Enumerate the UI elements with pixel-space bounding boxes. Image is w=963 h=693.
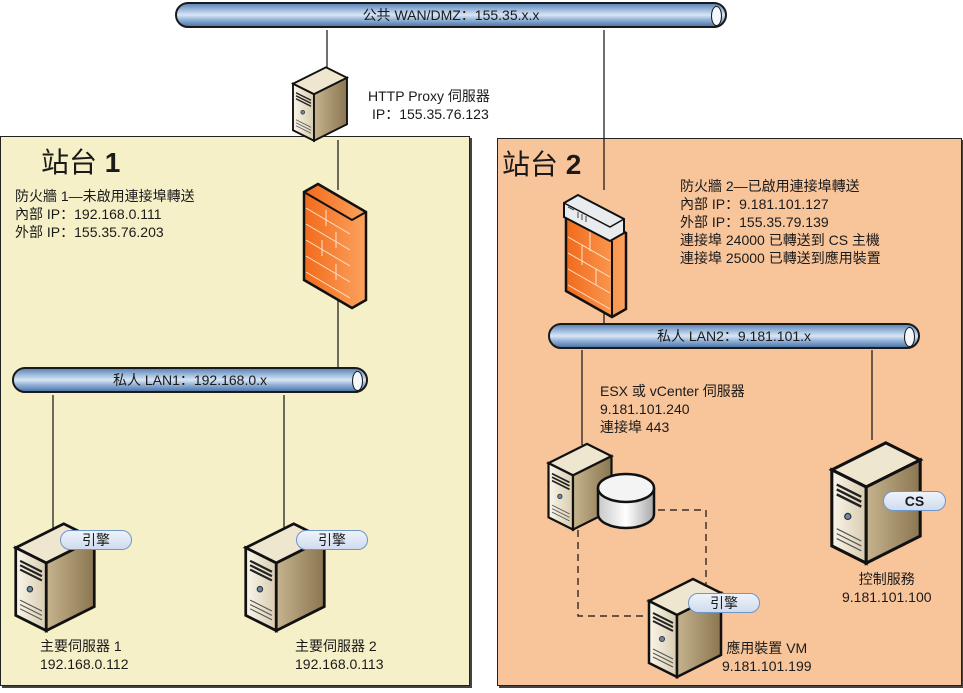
site-2-title-prefix: 站台 [502,149,559,180]
esx-port: 連接埠 443 [600,419,670,435]
firewall-2-info: 防火牆 2—已啟用連接埠轉送 內部 IP：9.181.101.127 外部 IP… [680,177,881,267]
primary-server-2-name: 主要伺服器 2 [295,638,377,654]
engine-badge-1: 引擎 [60,530,132,550]
primary-server-2-ip: 192.168.0.113 [295,656,384,672]
site-2-title-num: 2 [565,149,582,180]
control-service-ip: 9.181.101.100 [842,589,932,605]
primary-server-1-info: 主要伺服器 1 192.168.0.112 [40,637,129,673]
cs-badge: CS [883,491,946,511]
datastore-icon [596,472,656,530]
firewall-2-forward-appliance: 連接埠 25000 已轉送到應用裝置 [680,250,881,266]
appliance-name: 應用裝置 VM [726,640,808,656]
proxy-info: HTTP Proxy 伺服器 IP：155.35.76.123 [368,87,490,123]
primary-server-1-name: 主要伺服器 1 [40,638,122,654]
engine-badge-appliance: 引擎 [688,593,760,613]
engine-badge-2: 引擎 [296,530,368,550]
lan1-pipe: 私人 LAN1：192.168.0.x [12,367,368,393]
firewall-2-forward-cs: 連接埠 24000 已轉送到 CS 主機 [680,232,880,248]
appliance-vm-icon [645,570,725,682]
pipe-end-icon [352,371,363,391]
lan2-pipe: 私人 LAN2：9.181.101.x [548,323,920,349]
appliance-ip: 9.181.101.199 [722,658,812,674]
firewall-1-internal-ip: 內部 IP：192.168.0.111 [15,206,162,222]
site-1-title-prefix: 站台 [41,147,98,178]
proxy-ip: IP：155.35.76.123 [372,106,489,122]
esx-name: ESX 或 vCenter 伺服器 [600,383,745,399]
firewall-1-info: 防火牆 1—未啟用連接埠轉送 內部 IP：192.168.0.111 外部 IP… [15,187,195,241]
wan-label: 公共 WAN/DMZ：155.35.x.x [362,7,540,23]
firewall-2-label: 防火牆 2—已啟用連接埠轉送 [680,178,860,194]
lan2-label: 私人 LAN2：9.181.101.x [656,328,812,344]
wan-pipe: 公共 WAN/DMZ：155.35.x.x [175,2,727,28]
lan1-label: 私人 LAN1：192.168.0.x [112,372,268,388]
site-1-title: 站台 1 [41,141,120,181]
esx-info: ESX 或 vCenter 伺服器 9.181.101.240 連接埠 443 [600,382,745,436]
esx-ip: 9.181.101.240 [600,401,690,417]
proxy-name: HTTP Proxy 伺服器 [368,88,490,104]
firewall-2-icon [563,193,628,319]
firewall-1-external-ip: 外部 IP：155.35.76.203 [15,224,164,240]
pipe-end-icon [904,327,915,347]
primary-server-1-ip: 192.168.0.112 [40,656,129,672]
control-service-info: 控制服務 9.181.101.100 [842,570,932,606]
site-2-title: 站台 2 [502,143,581,183]
firewall-2-external-ip: 外部 IP：155.35.79.139 [680,214,829,230]
pipe-end-icon [711,6,722,26]
primary-server-2-info: 主要伺服器 2 192.168.0.113 [295,637,384,673]
appliance-info: 應用裝置 VM 9.181.101.199 [722,639,812,675]
firewall-1-label: 防火牆 1—未啟用連接埠轉送 [15,188,195,204]
firewall-1-icon [302,182,368,310]
firewall-2-internal-ip: 內部 IP：9.181.101.127 [680,196,829,212]
control-service-name: 控制服務 [858,571,915,587]
site-1-title-num: 1 [104,147,121,178]
vm-host-dashed-link [577,509,707,617]
proxy-server-icon [290,60,350,145]
